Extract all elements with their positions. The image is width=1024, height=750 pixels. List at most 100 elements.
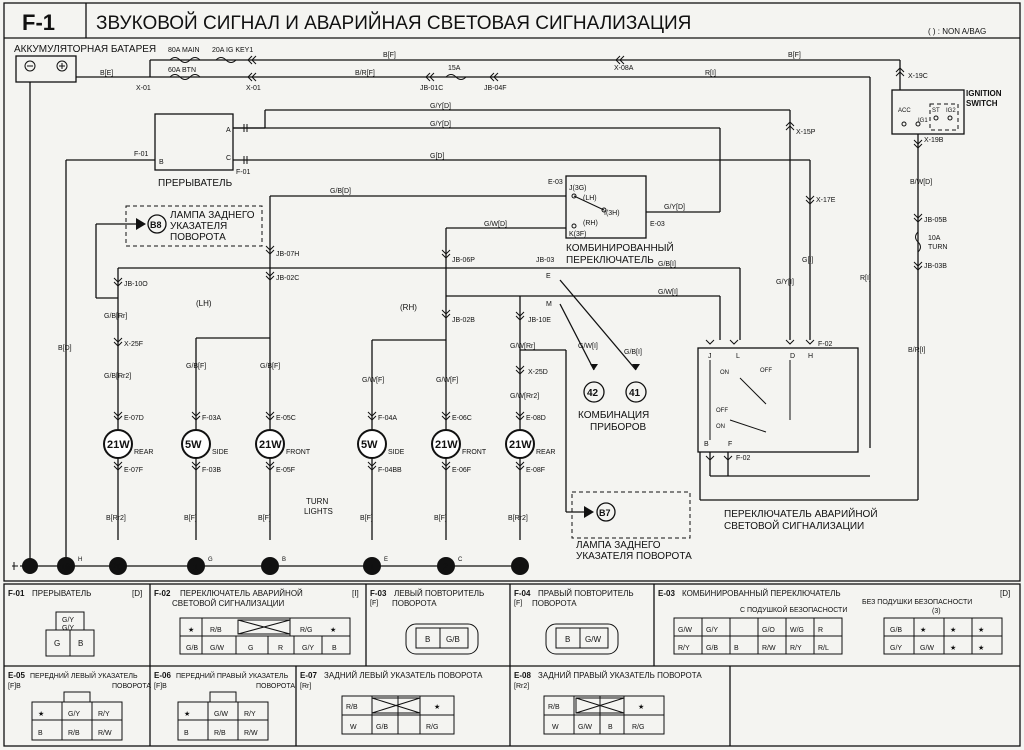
- fuse-label: 20A IG KEY1: [212, 47, 253, 54]
- connector-label: E-03: [650, 221, 665, 228]
- bulb-label: SIDE: [388, 449, 405, 456]
- connector-label: E-07F: [124, 467, 143, 474]
- connector-label: JB-10E: [528, 317, 551, 324]
- wire-label: G[I]: [802, 257, 813, 264]
- wire-label: G/Y[D]: [430, 103, 451, 110]
- connector-title: ПРЕРЫВАТЕЛЬ: [32, 589, 91, 598]
- ground-point: [363, 557, 381, 575]
- pin-cell: G: [248, 645, 253, 652]
- pin-cell: R/L: [818, 645, 829, 652]
- wire-label: G/B[F]: [186, 363, 206, 370]
- wire-label: G/W[Rr2]: [510, 393, 539, 400]
- ground-number: 2: [267, 562, 272, 572]
- ground-point: [109, 557, 127, 575]
- pin-cell: R/Y: [244, 711, 256, 718]
- pin-cell: R/B: [68, 730, 80, 737]
- pin-cell: ★: [434, 703, 440, 711]
- ground-sub-label: G: [208, 557, 213, 563]
- instrument-cluster-label: ПРИБОРОВ: [590, 422, 647, 433]
- bulb-icon: [103, 429, 133, 459]
- connector-title: ПЕРЕДНИЙ ЛЕВЫЙ УКАЗАТЕЛЬ: [30, 671, 138, 680]
- pin-cell: R/B: [548, 704, 560, 711]
- pin-number: 42: [587, 388, 599, 399]
- connector-label: X-15P: [796, 129, 816, 136]
- pin-cell: ★: [950, 644, 956, 652]
- wire-label: G/B[Rr2]: [104, 373, 131, 380]
- pin-cell: ★: [978, 626, 984, 634]
- terminal-label: I(3H): [604, 210, 620, 217]
- diagram-title: ЗВУКОВОЙ СИГНАЛ И АВАРИЙНАЯ СВЕТОВАЯ СИГ…: [96, 12, 691, 34]
- wire-label: B[Rr2]: [106, 515, 126, 522]
- connector-label: JB-02B: [452, 317, 475, 324]
- connector-title: ПОВОРОТА: [256, 683, 295, 690]
- connector-code: E-05: [8, 671, 25, 680]
- connector-code: E-08: [514, 671, 531, 680]
- pin-cell: G/Y: [706, 627, 718, 634]
- terminal-label: A: [226, 127, 231, 134]
- terminal-label: J(3G): [569, 185, 587, 192]
- connector-title: ПЕРЕДНИЙ ПРАВЫЙ УКАЗАТЕЛЬ: [176, 671, 289, 680]
- connector-label: JB-06P: [452, 257, 475, 264]
- turn-lights-label: LIGHTS: [304, 507, 333, 516]
- ground-point: [187, 557, 205, 575]
- ground-point: [437, 557, 455, 575]
- bulb-label: FRONT: [286, 449, 311, 456]
- terminal-label: D: [790, 353, 795, 360]
- wire-label: G/B[I]: [624, 349, 642, 356]
- ground-number: 16: [60, 562, 70, 572]
- connector-code: F-02: [154, 589, 171, 598]
- flasher: [154, 113, 234, 171]
- connector-label: X-19B: [924, 137, 944, 144]
- bulb-wattage: 5W: [361, 439, 378, 451]
- bulb-wattage: 21W: [509, 439, 532, 451]
- fuse-label: TURN: [928, 244, 947, 251]
- fuse-label: 80A MAIN: [168, 47, 200, 54]
- connector-title: ПОВОРОТА: [112, 683, 151, 690]
- wire-label: B[F]: [360, 515, 373, 522]
- ignition-switch-label: IGNITION: [966, 89, 1002, 98]
- connector-code: E-03: [658, 589, 675, 598]
- bulb-label: REAR: [536, 449, 555, 456]
- pin-cell: G/Y: [302, 645, 314, 652]
- wire-label: B/R[I]: [908, 347, 926, 354]
- connector-title: ЛЕВЫЙ ПОВТОРИТЕЛЬ: [394, 589, 484, 598]
- connector-tag: [D]: [132, 589, 142, 598]
- connector-tag: [F]: [370, 600, 378, 607]
- rear-lamp-b7-label: ЛАМПА ЗАДНЕГО: [576, 540, 661, 551]
- connector-label: F-03B: [202, 467, 221, 474]
- connector-subtitle: (3): [932, 608, 941, 615]
- terminal-label: (LH): [583, 195, 597, 202]
- connector-label: F-03A: [202, 415, 221, 422]
- bulb-wattage: 21W: [259, 439, 282, 451]
- ground-number: 20: [514, 562, 524, 572]
- connector-tag: [Rr2]: [514, 683, 529, 690]
- wire-label: B/R[F]: [355, 70, 375, 77]
- connector-title: ЗАДНИЙ ПРАВЫЙ УКАЗАТЕЛЬ ПОВОРОТА: [538, 671, 702, 680]
- wire-label: G/W[I]: [658, 289, 678, 296]
- ground-sub-label: B: [282, 557, 286, 563]
- bulb-icon: [357, 429, 387, 459]
- connector-code: F-01: [8, 589, 25, 598]
- pin-cell: G: [54, 639, 60, 648]
- bulb-wattage: 5W: [185, 439, 202, 451]
- ground-point: [261, 557, 279, 575]
- terminal-label: ST: [932, 108, 940, 114]
- terminal-label: ACC: [898, 108, 911, 114]
- wire-label: B[D]: [58, 345, 72, 352]
- pin-cell: R/B: [214, 730, 226, 737]
- connector-tag: [D]: [1000, 589, 1010, 598]
- connector-subtitle: БЕЗ ПОДУШКИ БЕЗОПАСНОСТИ: [862, 599, 972, 606]
- connector-label: E-03: [548, 179, 563, 186]
- connector-label: E-07D: [124, 415, 144, 422]
- non-airbag-note: ( ) : NON A/BAG: [928, 27, 986, 36]
- terminal-label: B: [159, 159, 164, 166]
- connector-label: X-25D: [528, 369, 548, 376]
- rear-lamp-b7-label: УКАЗАТЕЛЯ ПОВОРОТА: [576, 551, 692, 562]
- ignition-switch: [891, 89, 965, 135]
- ground-number: 20: [112, 562, 122, 572]
- connector-label: X-08A: [614, 65, 634, 72]
- pin-cell: G/B: [446, 635, 460, 644]
- pin-cell: G/Y: [68, 711, 80, 718]
- wire-label: G/Y[I]: [776, 279, 794, 286]
